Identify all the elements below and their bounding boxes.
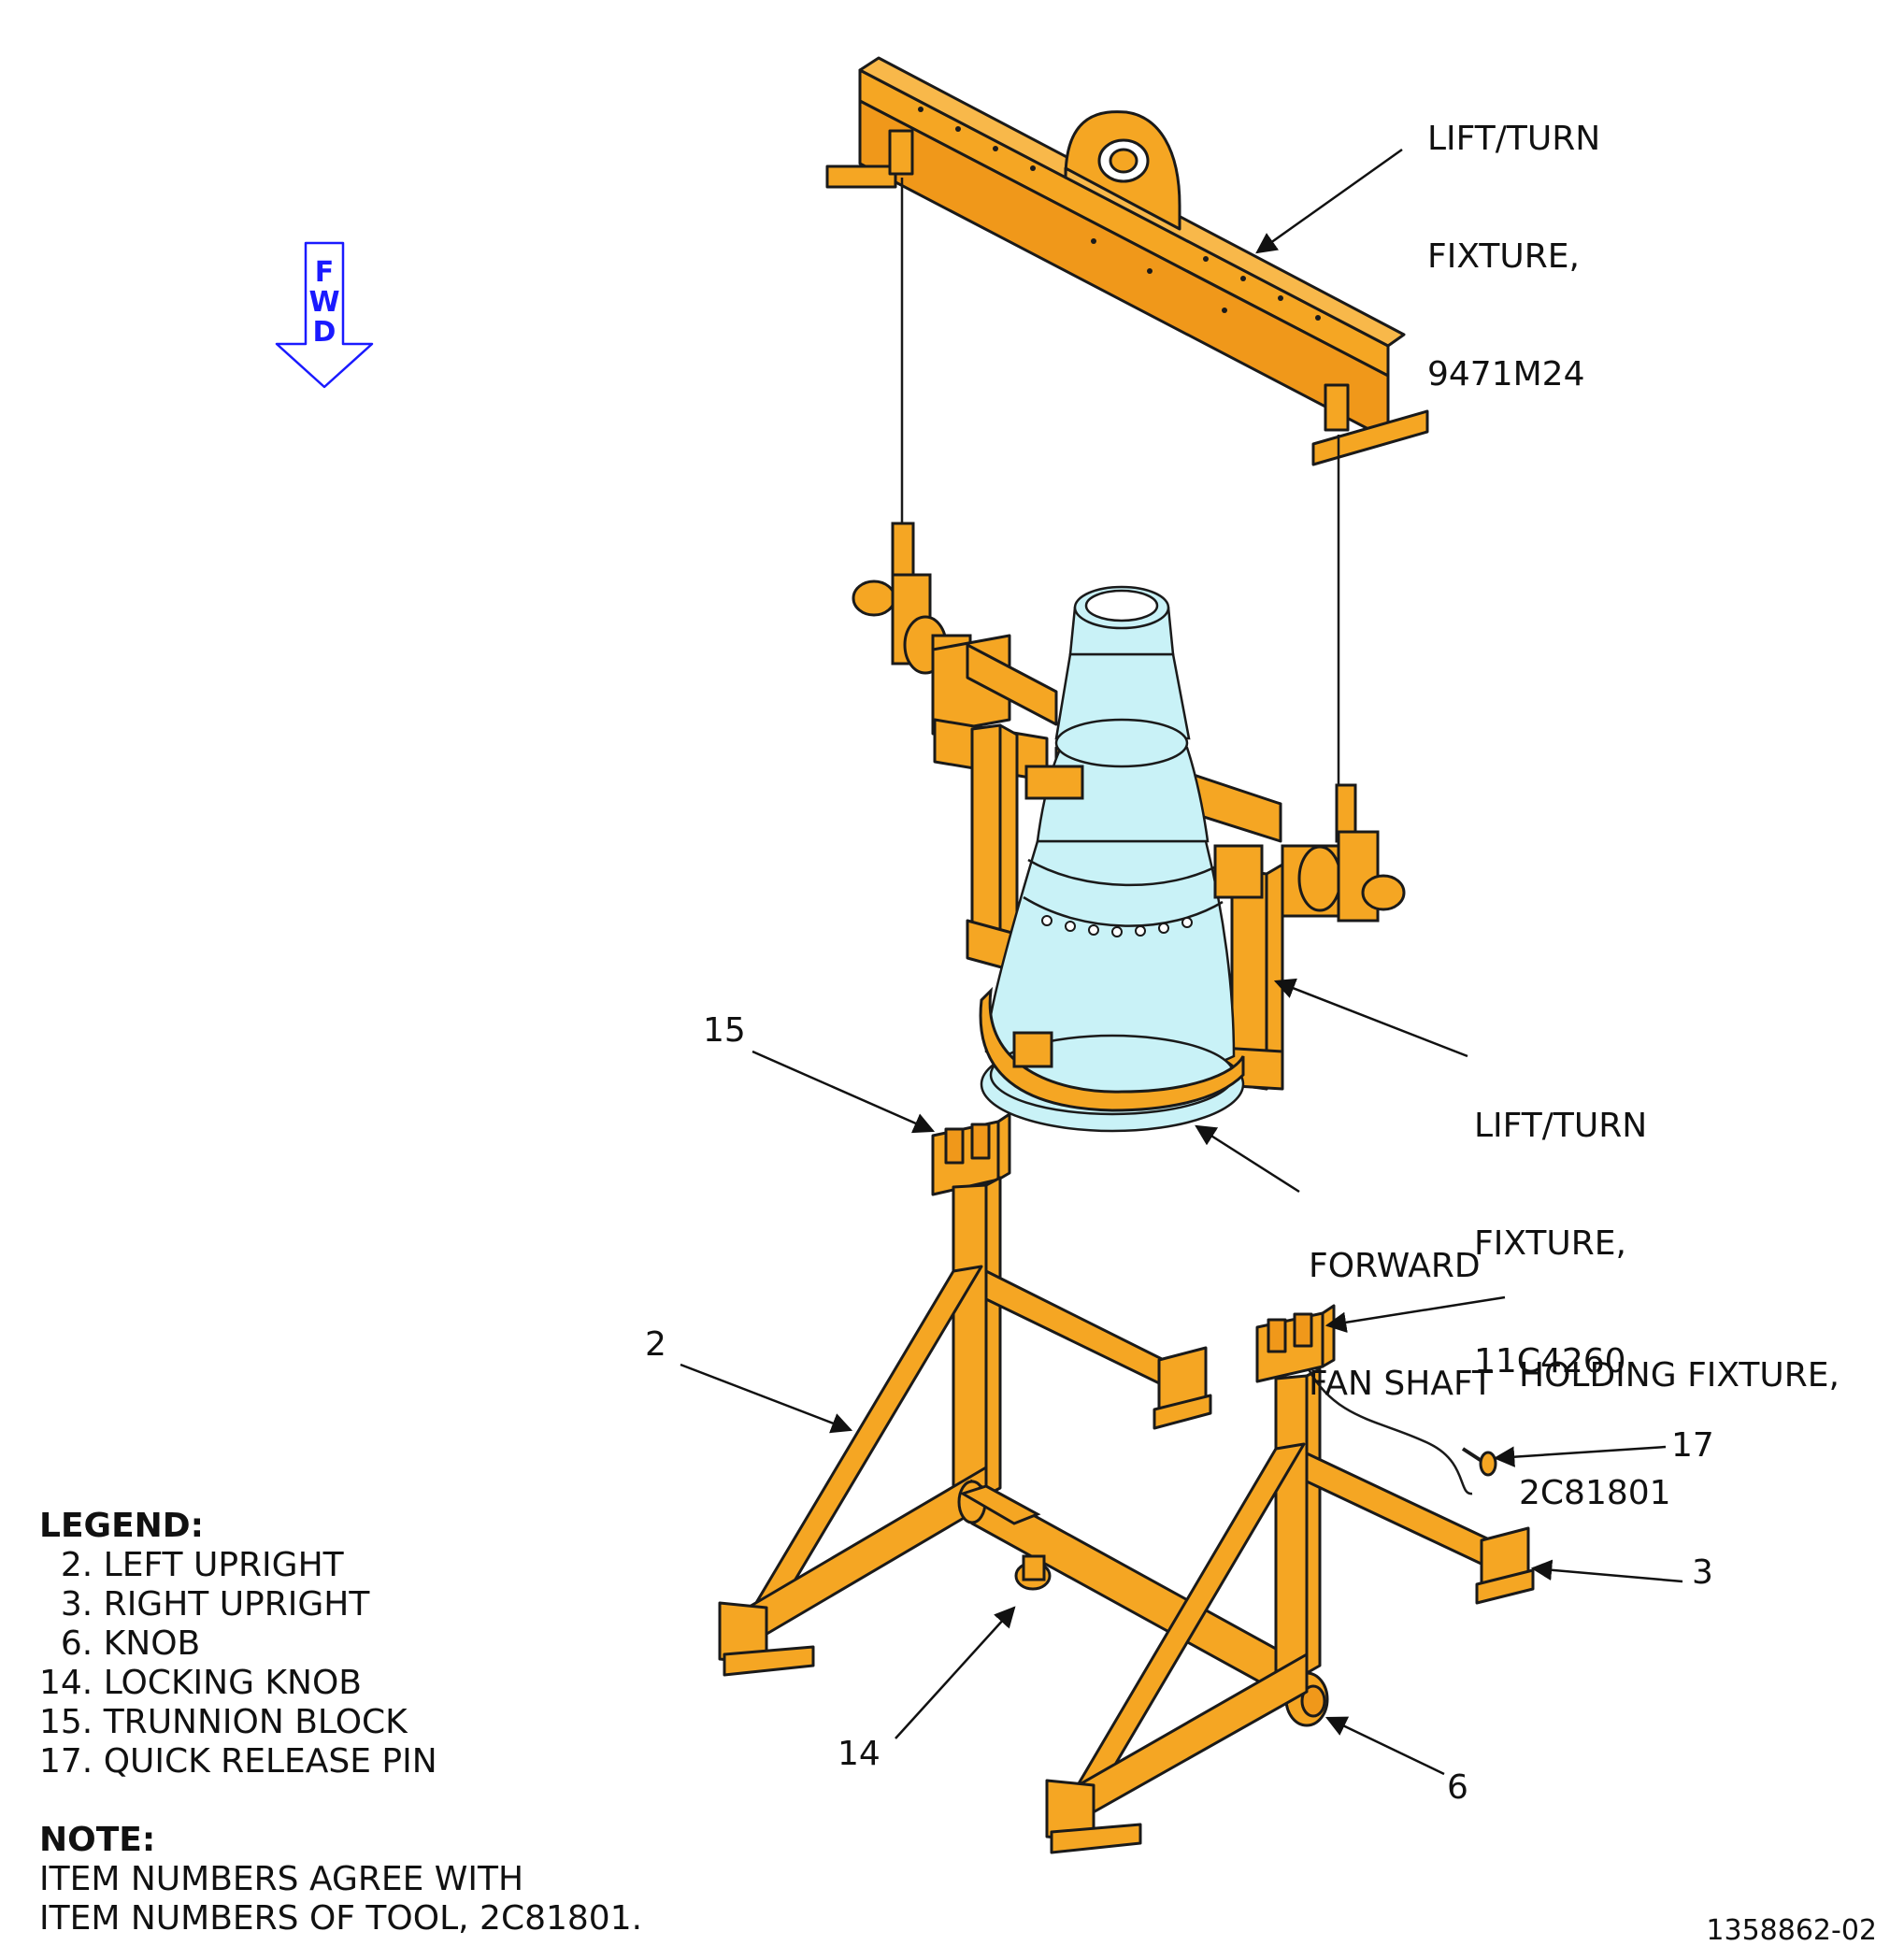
callout-forward-fan-shaft: FORWARD FAN SHAFT	[1309, 1168, 1493, 1443]
fwd-direction-arrow: F W D	[275, 241, 374, 391]
legend-item: 14. LOCKING KNOB	[39, 1664, 363, 1702]
legend-item: 15. TRUNNION BLOCK	[39, 1703, 408, 1741]
item-number-15: 15	[703, 1011, 746, 1050]
note: NOTE: ITEM NUMBERS AGREE WITH ITEM NUMBE…	[39, 1821, 642, 1939]
item-number-3: 3	[1692, 1553, 1713, 1592]
right-upright	[1045, 1304, 1535, 1854]
callout-line: FIXTURE,	[1474, 1224, 1626, 1263]
callout-line: LIFT/TURN	[1474, 1107, 1648, 1145]
legend: LEGEND: 2. LEFT UPRIGHT 3. RIGHT UPRIGHT…	[39, 1507, 437, 1781]
left-upright	[718, 1112, 1212, 1677]
fwd-letter-w: W	[308, 286, 340, 319]
callout-line: 2C81801	[1519, 1474, 1671, 1512]
callout-line: LIFT/TURN	[1427, 120, 1601, 158]
callout-line: FAN SHAFT	[1309, 1365, 1494, 1403]
callout-line: 11C4260	[1474, 1342, 1626, 1381]
item-number-17: 17	[1671, 1426, 1714, 1465]
quick-release-pin	[1307, 1368, 1497, 1495]
right-trunnion-hardware	[1281, 783, 1406, 923]
lift-cables	[900, 178, 1340, 790]
legend-item: 2. LEFT UPRIGHT	[39, 1546, 344, 1584]
fwd-letter-d: D	[312, 316, 336, 349]
legend-item: 3. RIGHT UPRIGHT	[39, 1585, 370, 1624]
note-title: NOTE:	[39, 1821, 156, 1859]
figure-id: 1358862-02	[1706, 1914, 1877, 1947]
callout-line: HOLDING FIXTURE,	[1519, 1356, 1840, 1395]
beam-holes	[918, 107, 1321, 321]
legend-title: LEGEND:	[39, 1507, 205, 1545]
callout-line: FORWARD	[1309, 1247, 1481, 1285]
lift-beam-9471m24	[825, 56, 1429, 466]
note-line: ITEM NUMBERS OF TOOL, 2C81801.	[39, 1899, 643, 1938]
cross-tube	[957, 1479, 1329, 1727]
callout-lift-turn-11c4260: LIFT/TURN FIXTURE, 11C4260	[1474, 1028, 1647, 1421]
callout-lift-turn-9471m24: LIFT/TURN FIXTURE, 9471M24	[1427, 41, 1600, 434]
callout-line: FIXTURE,	[1427, 237, 1580, 276]
fwd-arrow-icon	[275, 241, 374, 389]
legend-item: 17. QUICK RELEASE PIN	[39, 1742, 437, 1781]
fwd-letter-f: F	[314, 256, 335, 289]
note-line: ITEM NUMBERS AGREE WITH	[39, 1860, 524, 1898]
item-number-2: 2	[645, 1325, 666, 1364]
leader-lines	[680, 148, 1683, 1776]
callout-holding-fixture: HOLDING FIXTURE, 2C81801	[1519, 1278, 1840, 1552]
item-number-14: 14	[838, 1735, 881, 1773]
shaft-holes	[1041, 915, 1193, 937]
fixture-ring-front	[979, 765, 1264, 1112]
legend-item: 6. KNOB	[39, 1624, 201, 1663]
item-number-6: 6	[1447, 1768, 1468, 1807]
callout-line: 9471M24	[1427, 355, 1585, 393]
